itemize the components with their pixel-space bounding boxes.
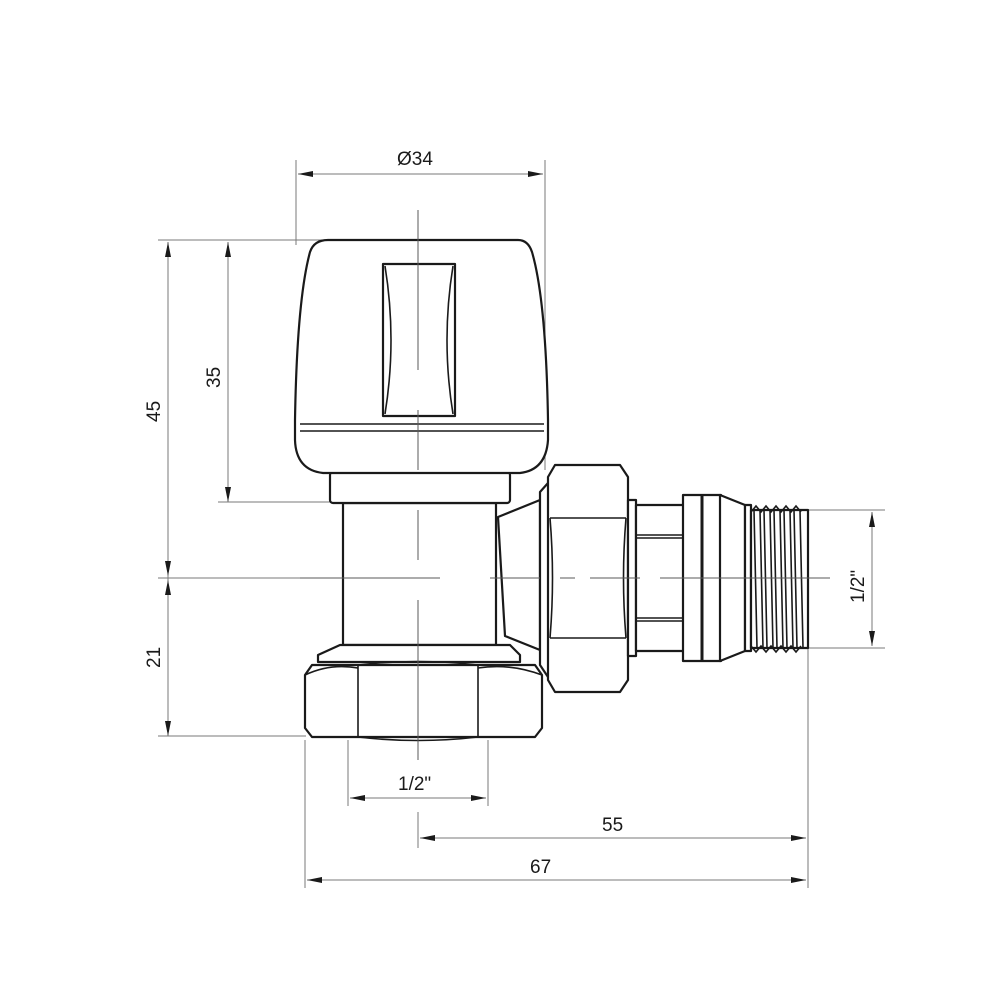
dim-label-head-diameter: Ø34 [397,149,433,170]
threaded-end [749,504,810,654]
dim-label-total-width: 67 [530,857,552,878]
valve-body [316,498,542,664]
dim-label-side-thread: 1/2" [848,569,869,603]
dim-label-bottom-height: 21 [144,646,165,668]
dim-label-bottom-thread: 1/2" [398,774,432,795]
dim-label-axis-to-end: 55 [602,815,624,836]
dimension-arrows [165,171,875,883]
valve-handle [293,238,550,505]
dimension-lines [158,160,885,888]
dim-label-head-height: 35 [204,366,225,388]
center-lines [300,210,830,760]
bottom-hex-nut [303,660,544,742]
dim-label-total-height: 45 [144,400,165,422]
